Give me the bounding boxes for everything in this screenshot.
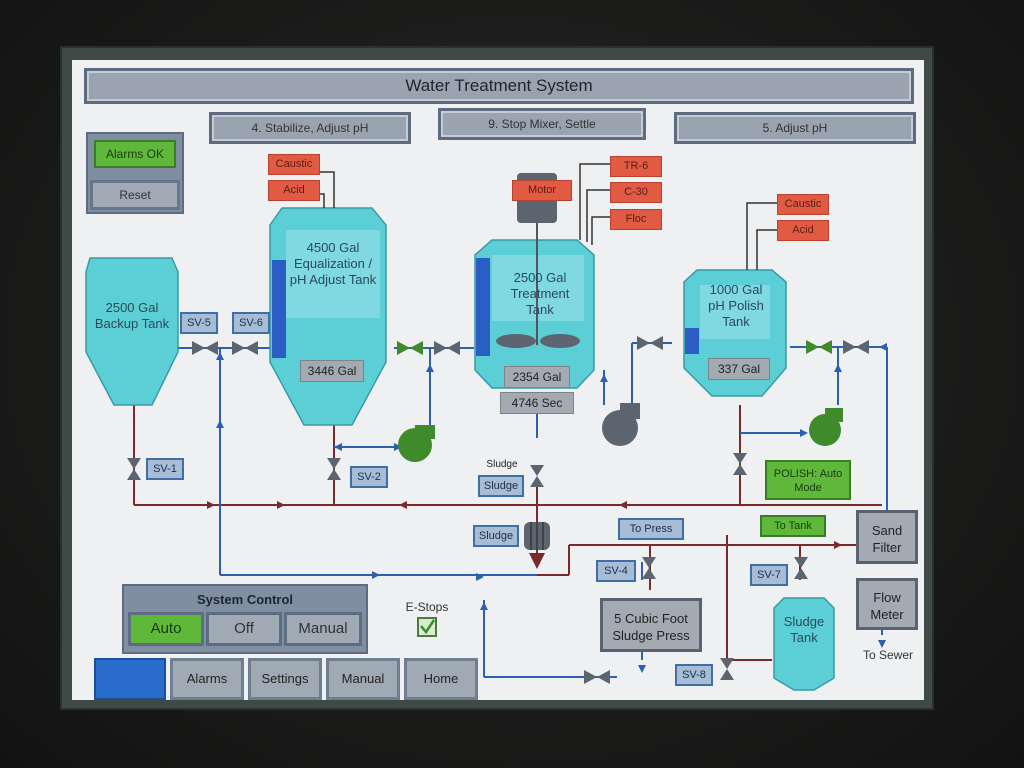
manual-mode-button[interactable]: Manual — [284, 612, 362, 646]
equalization-tank-label: 4500 Gal Equalization / pH Adjust Tank — [289, 240, 377, 287]
c30-feed: C-30 — [610, 182, 662, 203]
polish-mode-button[interactable]: POLISH: Auto Mode — [765, 460, 851, 500]
pump-icon — [809, 408, 843, 446]
valve-sv6-button[interactable]: SV-6 — [232, 312, 270, 334]
nav-alarms[interactable]: Alarms — [170, 658, 244, 700]
hmi-screen: Water Treatment System 4. Stabilize, Adj… — [72, 60, 924, 700]
sludge-tank-shape — [773, 597, 835, 691]
treatment-tank-label: 2500 Gal Treatment Tank — [510, 270, 570, 317]
active-nav-tab[interactable] — [94, 658, 166, 700]
step-equalization: 4. Stabilize, Adjust pH — [209, 112, 411, 144]
to-press-button[interactable]: To Press — [618, 518, 684, 540]
polish-tank-label: 1000 Gal pH Polish Tank — [708, 282, 764, 329]
nav-home[interactable]: Home — [404, 658, 478, 700]
flow-meter: Flow Meter — [856, 578, 918, 630]
polish-level: 337 Gal — [708, 358, 770, 380]
sludge-filter-button[interactable]: Sludge — [473, 525, 519, 547]
valve-icons — [127, 336, 869, 684]
backup-tank — [85, 257, 179, 406]
sand-filter: Sand Filter — [856, 510, 918, 564]
valve-sv5-button[interactable]: SV-5 — [180, 312, 218, 334]
auto-mode-button[interactable]: Auto — [128, 612, 204, 646]
acid-feed-eq: Acid — [268, 180, 320, 201]
pump-icon — [398, 425, 435, 462]
title-bar: Water Treatment System — [84, 68, 914, 104]
nav-settings[interactable]: Settings — [248, 658, 322, 700]
floc-feed: Floc — [610, 209, 662, 230]
sludge-tank-label: Sludge Tank — [783, 614, 825, 645]
equalization-level: 3446 Gal — [300, 360, 364, 382]
sludge-button[interactable]: Sludge — [478, 475, 524, 497]
pump-icon — [602, 403, 640, 446]
treatment-timer: 4746 Sec — [500, 392, 574, 414]
valve-sv7-button[interactable]: SV-7 — [750, 564, 788, 586]
off-mode-button[interactable]: Off — [206, 612, 282, 646]
caustic-feed-eq: Caustic — [268, 154, 320, 175]
step-polish: 5. Adjust pH — [674, 112, 916, 144]
sludge-caption: Sludge — [486, 459, 518, 470]
tr6-feed: TR-6 — [610, 156, 662, 177]
acid-feed-polish: Acid — [777, 220, 829, 241]
valve-sv4-button[interactable]: SV-4 — [596, 560, 636, 582]
backup-tank-label: 2500 Gal Backup Tank — [94, 300, 170, 331]
caustic-feed-polish: Caustic — [777, 194, 829, 215]
sludge-press: 5 Cubic Foot Sludge Press — [600, 598, 702, 652]
valve-sv1-button[interactable]: SV-1 — [146, 458, 184, 480]
page-title: Water Treatment System — [405, 76, 593, 95]
sludge-filter-icon — [524, 522, 550, 550]
valve-sv2-button[interactable]: SV-2 — [350, 466, 388, 488]
to-tank-button[interactable]: To Tank — [760, 515, 826, 537]
reset-button[interactable]: Reset — [90, 180, 180, 210]
drain-arrows — [207, 501, 842, 549]
estop-checkbox[interactable] — [416, 616, 438, 638]
alarm-status: Alarms OK — [94, 140, 176, 168]
estops-label: E-Stops — [405, 600, 449, 614]
checkmark-icon — [420, 619, 436, 635]
to-sewer-label: To Sewer — [862, 648, 914, 662]
treatment-level: 2354 Gal — [504, 366, 570, 388]
valve-sv8-button[interactable]: SV-8 — [675, 664, 713, 686]
motor-label: Motor — [512, 180, 572, 201]
nav-manual[interactable]: Manual — [326, 658, 400, 700]
step-treatment: 9. Stop Mixer, Settle — [438, 108, 646, 140]
system-control-title: System Control — [196, 592, 294, 607]
water-arrows — [216, 343, 887, 673]
drain-pipes — [133, 405, 882, 661]
